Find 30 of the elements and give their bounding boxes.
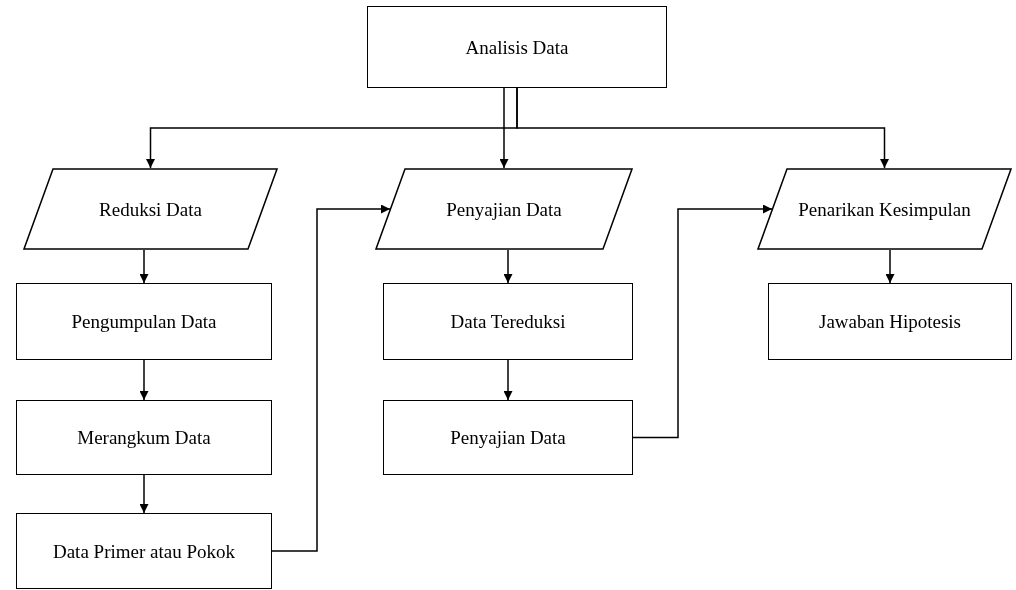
- node-label: Penyajian Data: [450, 426, 566, 450]
- arrow: [885, 249, 895, 284]
- process-box: [383, 400, 633, 475]
- arrow: [503, 359, 513, 401]
- arrow: [139, 359, 149, 401]
- node-label: Penarikan Kesimpulan: [798, 197, 971, 222]
- node-label: Reduksi Data: [99, 197, 202, 222]
- arrow: [516, 87, 889, 169]
- process-box: [16, 513, 272, 589]
- process-box: [768, 283, 1012, 360]
- data-parallelogram: [757, 168, 1012, 250]
- arrow: [499, 87, 509, 169]
- process-box: [16, 400, 272, 475]
- arrow: [139, 474, 149, 514]
- arrow: [139, 249, 149, 284]
- data-parallelogram: [375, 168, 633, 250]
- arrow: [632, 204, 773, 439]
- node-label: Data Primer atau Pokok: [52, 539, 235, 564]
- node-label: Jawaban Hipotesis: [819, 310, 961, 334]
- process-box: [367, 6, 667, 88]
- arrow: [503, 249, 513, 284]
- node-label: Merangkum Data: [77, 426, 211, 450]
- process-box: [383, 283, 633, 360]
- arrow: [271, 204, 391, 552]
- process-box: [16, 283, 272, 360]
- node-label: Pengumpulan Data: [71, 310, 217, 334]
- data-parallelogram: [23, 168, 278, 250]
- node-label: Analisis Data: [465, 35, 569, 60]
- node-label: Data Tereduksi: [450, 310, 566, 334]
- node-label: Penyajian Data: [446, 197, 562, 222]
